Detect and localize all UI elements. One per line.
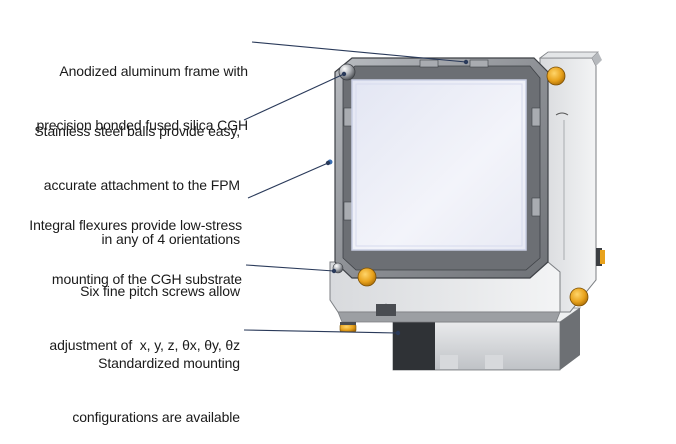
leader-ball bbox=[243, 73, 345, 121]
leader-lines bbox=[243, 41, 467, 334]
leader-dot-ball bbox=[341, 71, 347, 77]
cgh-mount-diagram bbox=[243, 41, 605, 371]
leader-frame bbox=[251, 41, 467, 63]
leader-mounting bbox=[243, 329, 399, 334]
callout-screws-line-2: adjustment of x, y, z, θx, θy, θz bbox=[49, 337, 240, 353]
callout-mounting: Standardized mounting configurations are… bbox=[0, 318, 240, 444]
fine-pitch-screws bbox=[339, 66, 589, 333]
leader-dot-screws bbox=[331, 268, 337, 274]
callout-steel-balls-line-1: Stainless steel balls provide easy, bbox=[34, 123, 240, 139]
callout-mounting-line-2: configurations are available bbox=[72, 409, 240, 425]
leader-screws bbox=[245, 264, 335, 272]
callout-flexures: Integral flexures provide low-stress mou… bbox=[0, 180, 242, 306]
leader-dot-frame bbox=[463, 59, 469, 65]
leader-flexure bbox=[247, 162, 329, 199]
leader-dot-flexure bbox=[325, 160, 331, 166]
callout-steel-balls-line-3: in any of 4 orientations bbox=[101, 231, 241, 247]
callout-screws: Six fine pitch screws allow adjustment o… bbox=[0, 246, 240, 372]
callout-flexures-line-1: Integral flexures provide low-stress bbox=[29, 217, 242, 233]
leader-dot-mounting bbox=[395, 330, 401, 336]
callout-mounting-line-1: Standardized mounting bbox=[98, 355, 240, 371]
callout-frame-line-1: Anodized aluminum frame with bbox=[59, 63, 248, 79]
callout-steel-balls: Stainless steel balls provide easy, accu… bbox=[0, 86, 240, 266]
callout-frame-line-2: precision bonded fused silica CGH bbox=[36, 117, 249, 133]
callout-steel-balls-line-2: accurate attachment to the FPM bbox=[43, 177, 240, 193]
callout-frame: Anodized aluminum frame with precision b… bbox=[0, 26, 249, 152]
cgh-glass bbox=[351, 79, 527, 251]
callout-flexures-line-2: mounting of the CGH substrate bbox=[51, 271, 242, 287]
callout-screws-line-1: Six fine pitch screws allow bbox=[80, 283, 240, 299]
